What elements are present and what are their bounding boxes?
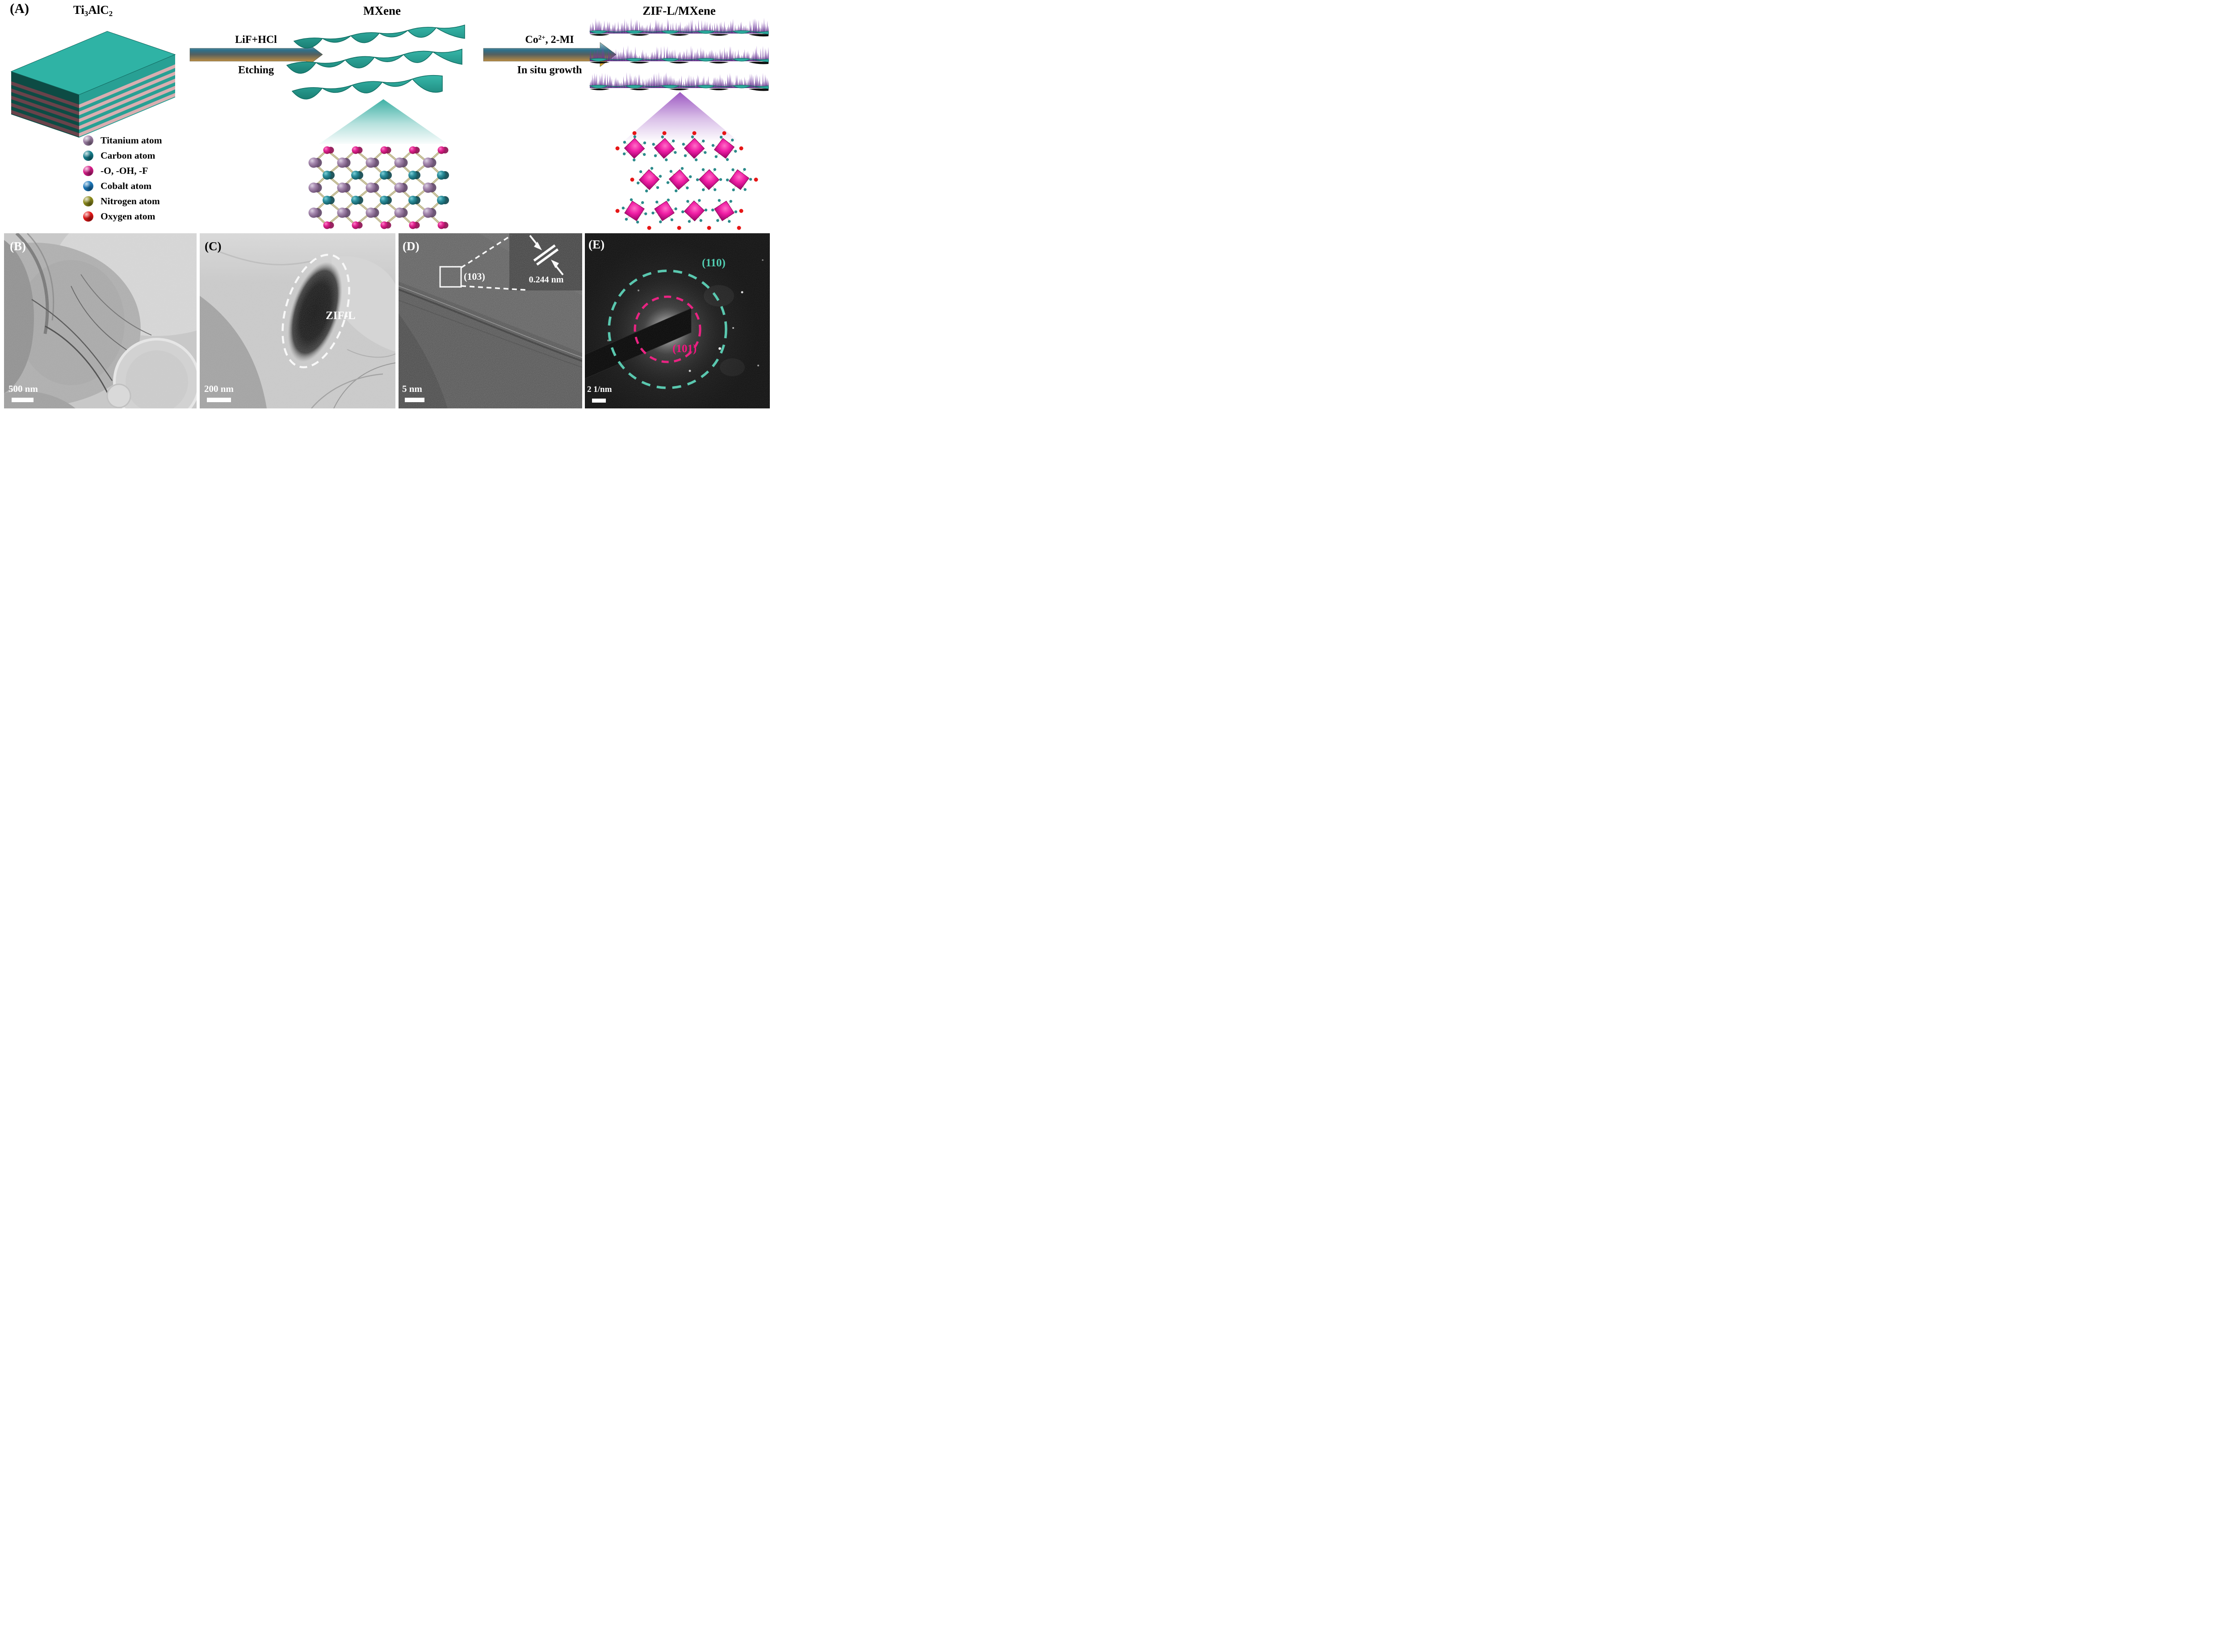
- legend-item-label: Titanium atom: [101, 135, 162, 146]
- panel-b-label: (B): [10, 240, 26, 253]
- zifl-atomic-structure: [615, 131, 758, 230]
- legend-item-label: Cobalt atom: [101, 181, 152, 191]
- mxene-label: MXene: [363, 4, 401, 17]
- zifl-mxene-stack-illustration: [589, 17, 769, 91]
- scale-bar: [12, 398, 34, 402]
- zifl-annotation: ZIF-L: [326, 310, 356, 322]
- ti3alc2-label: Ti3AlC2: [73, 3, 113, 18]
- panel-a-schematic: [10, 17, 769, 230]
- etch-reagent-label: LiF+HCl: [235, 34, 277, 46]
- legend-item: Oxygen atom: [83, 211, 162, 222]
- nitrogen-atom-icon: [83, 196, 93, 206]
- legend-item: Carbon atom: [83, 150, 162, 161]
- magnifier-cone-purple: [625, 92, 737, 140]
- panel-d-hrtem-image: (D) (103) 0.244 nm 5 nm: [399, 233, 582, 408]
- legend-item-label: Nitrogen atom: [101, 196, 160, 206]
- lattice-plane-label: (103): [464, 271, 485, 282]
- panel-c-tem-image: (C) ZIF-L 200 nm: [200, 233, 395, 408]
- legend-item: Cobalt atom: [83, 181, 162, 191]
- cobalt-atom-icon: [83, 181, 93, 191]
- scale-bar-label: 200 nm: [204, 383, 234, 394]
- scale-bar: [592, 399, 606, 403]
- ring-110-label: (110): [702, 257, 726, 269]
- scale-bar-label: 2 1/nm: [587, 385, 612, 394]
- surface-group-icon: [83, 166, 93, 176]
- legend-item: -O, -OH, -F: [83, 165, 162, 176]
- atom-legend: Titanium atom Carbon atom -O, -OH, -F Co…: [83, 135, 162, 227]
- scale-bar-label: 500 nm: [8, 383, 38, 394]
- growth-reagent-label: Co2+, 2-MI: [525, 34, 574, 46]
- oxygen-atom-icon: [83, 211, 93, 222]
- mxene-atomic-structure: [308, 146, 449, 229]
- panel-e-saed-pattern: (E) (110) (101) 2 1/nm: [585, 233, 770, 408]
- legend-item-label: Carbon atom: [101, 150, 155, 161]
- mxene-sheets-illustration: [286, 24, 465, 100]
- legend-item-label: -O, -OH, -F: [101, 165, 148, 176]
- growth-process-label: In situ growth: [517, 64, 582, 76]
- ring-101-label: (101): [672, 343, 697, 355]
- figure-container: (A) Ti3AlC2 MXene ZIF-L/MXene LiF+HCl Et…: [0, 0, 774, 413]
- magnifier-cone-teal: [319, 99, 448, 144]
- legend-item: Titanium atom: [83, 135, 162, 146]
- legend-item-label: Oxygen atom: [101, 211, 155, 222]
- scale-bar-label: 5 nm: [402, 383, 422, 394]
- panel-b-tem-image: (B) 500 nm: [4, 233, 197, 408]
- panel-a-label: (A): [10, 0, 29, 16]
- panel-d-label: (D): [403, 240, 420, 253]
- titanium-atom-icon: [83, 135, 93, 146]
- scale-bar: [405, 398, 424, 402]
- d-spacing-label: 0.244 nm: [529, 275, 564, 285]
- scale-bar: [207, 398, 231, 402]
- legend-item: Nitrogen atom: [83, 196, 162, 206]
- panel-c-label: (C): [205, 240, 222, 253]
- ti3alc2-block-illustration: [10, 31, 176, 138]
- zifl-mxene-label: ZIF-L/MXene: [642, 4, 716, 17]
- etch-process-label: Etching: [238, 64, 274, 76]
- carbon-atom-icon: [83, 151, 93, 161]
- panel-e-label: (E): [588, 238, 605, 251]
